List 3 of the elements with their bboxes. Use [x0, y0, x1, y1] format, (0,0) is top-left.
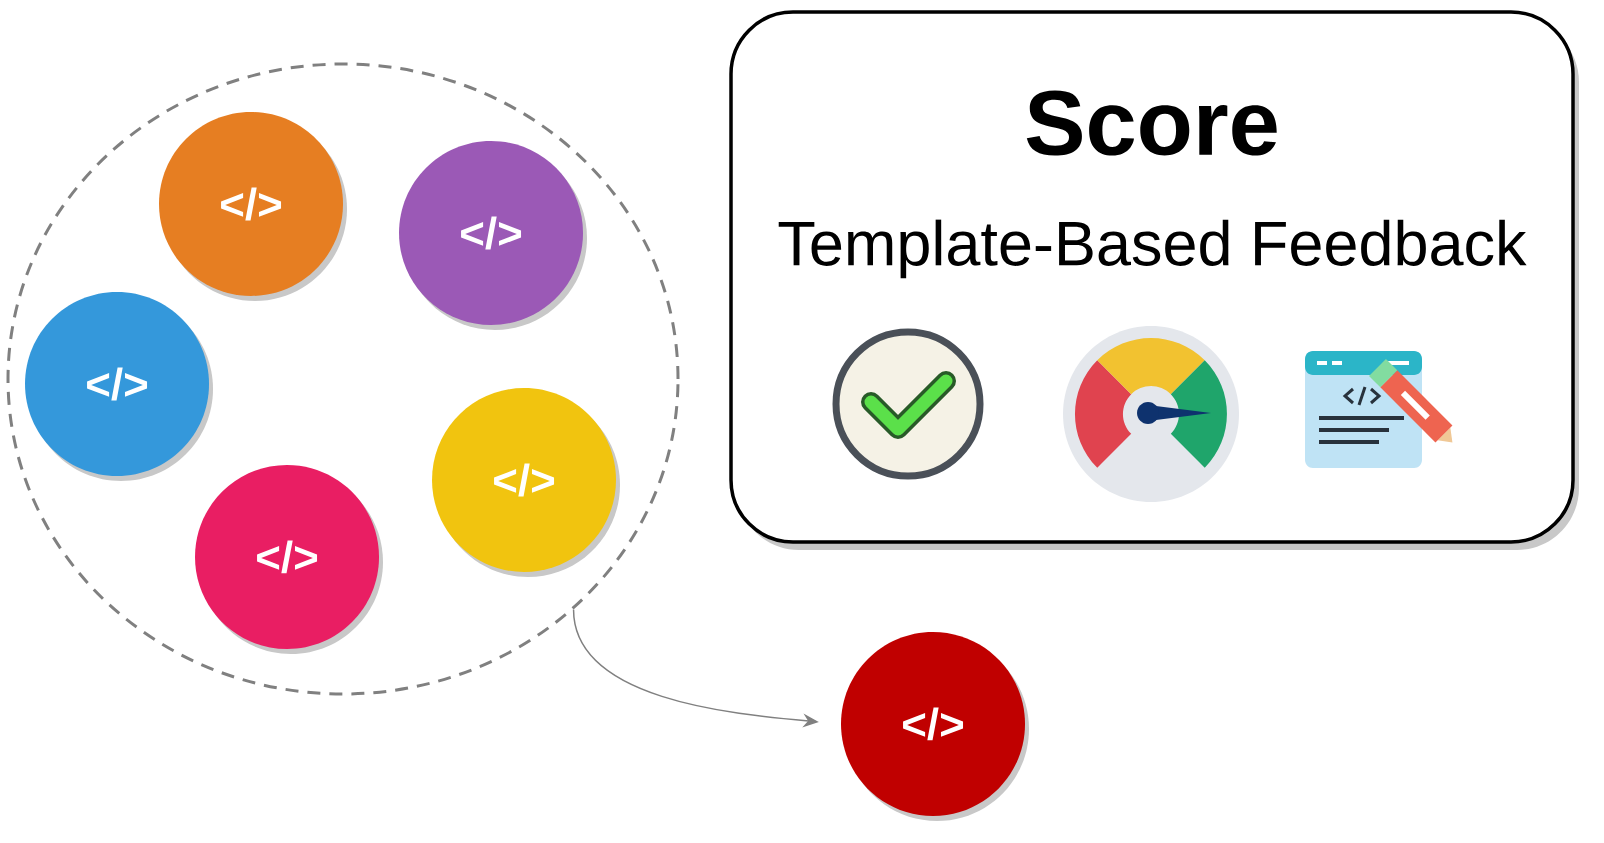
card-title: Score: [1026, 90, 1277, 156]
card-subtitle: Template-Based Feedback: [778, 219, 1527, 279]
dashed-boundary: [6, 62, 680, 696]
